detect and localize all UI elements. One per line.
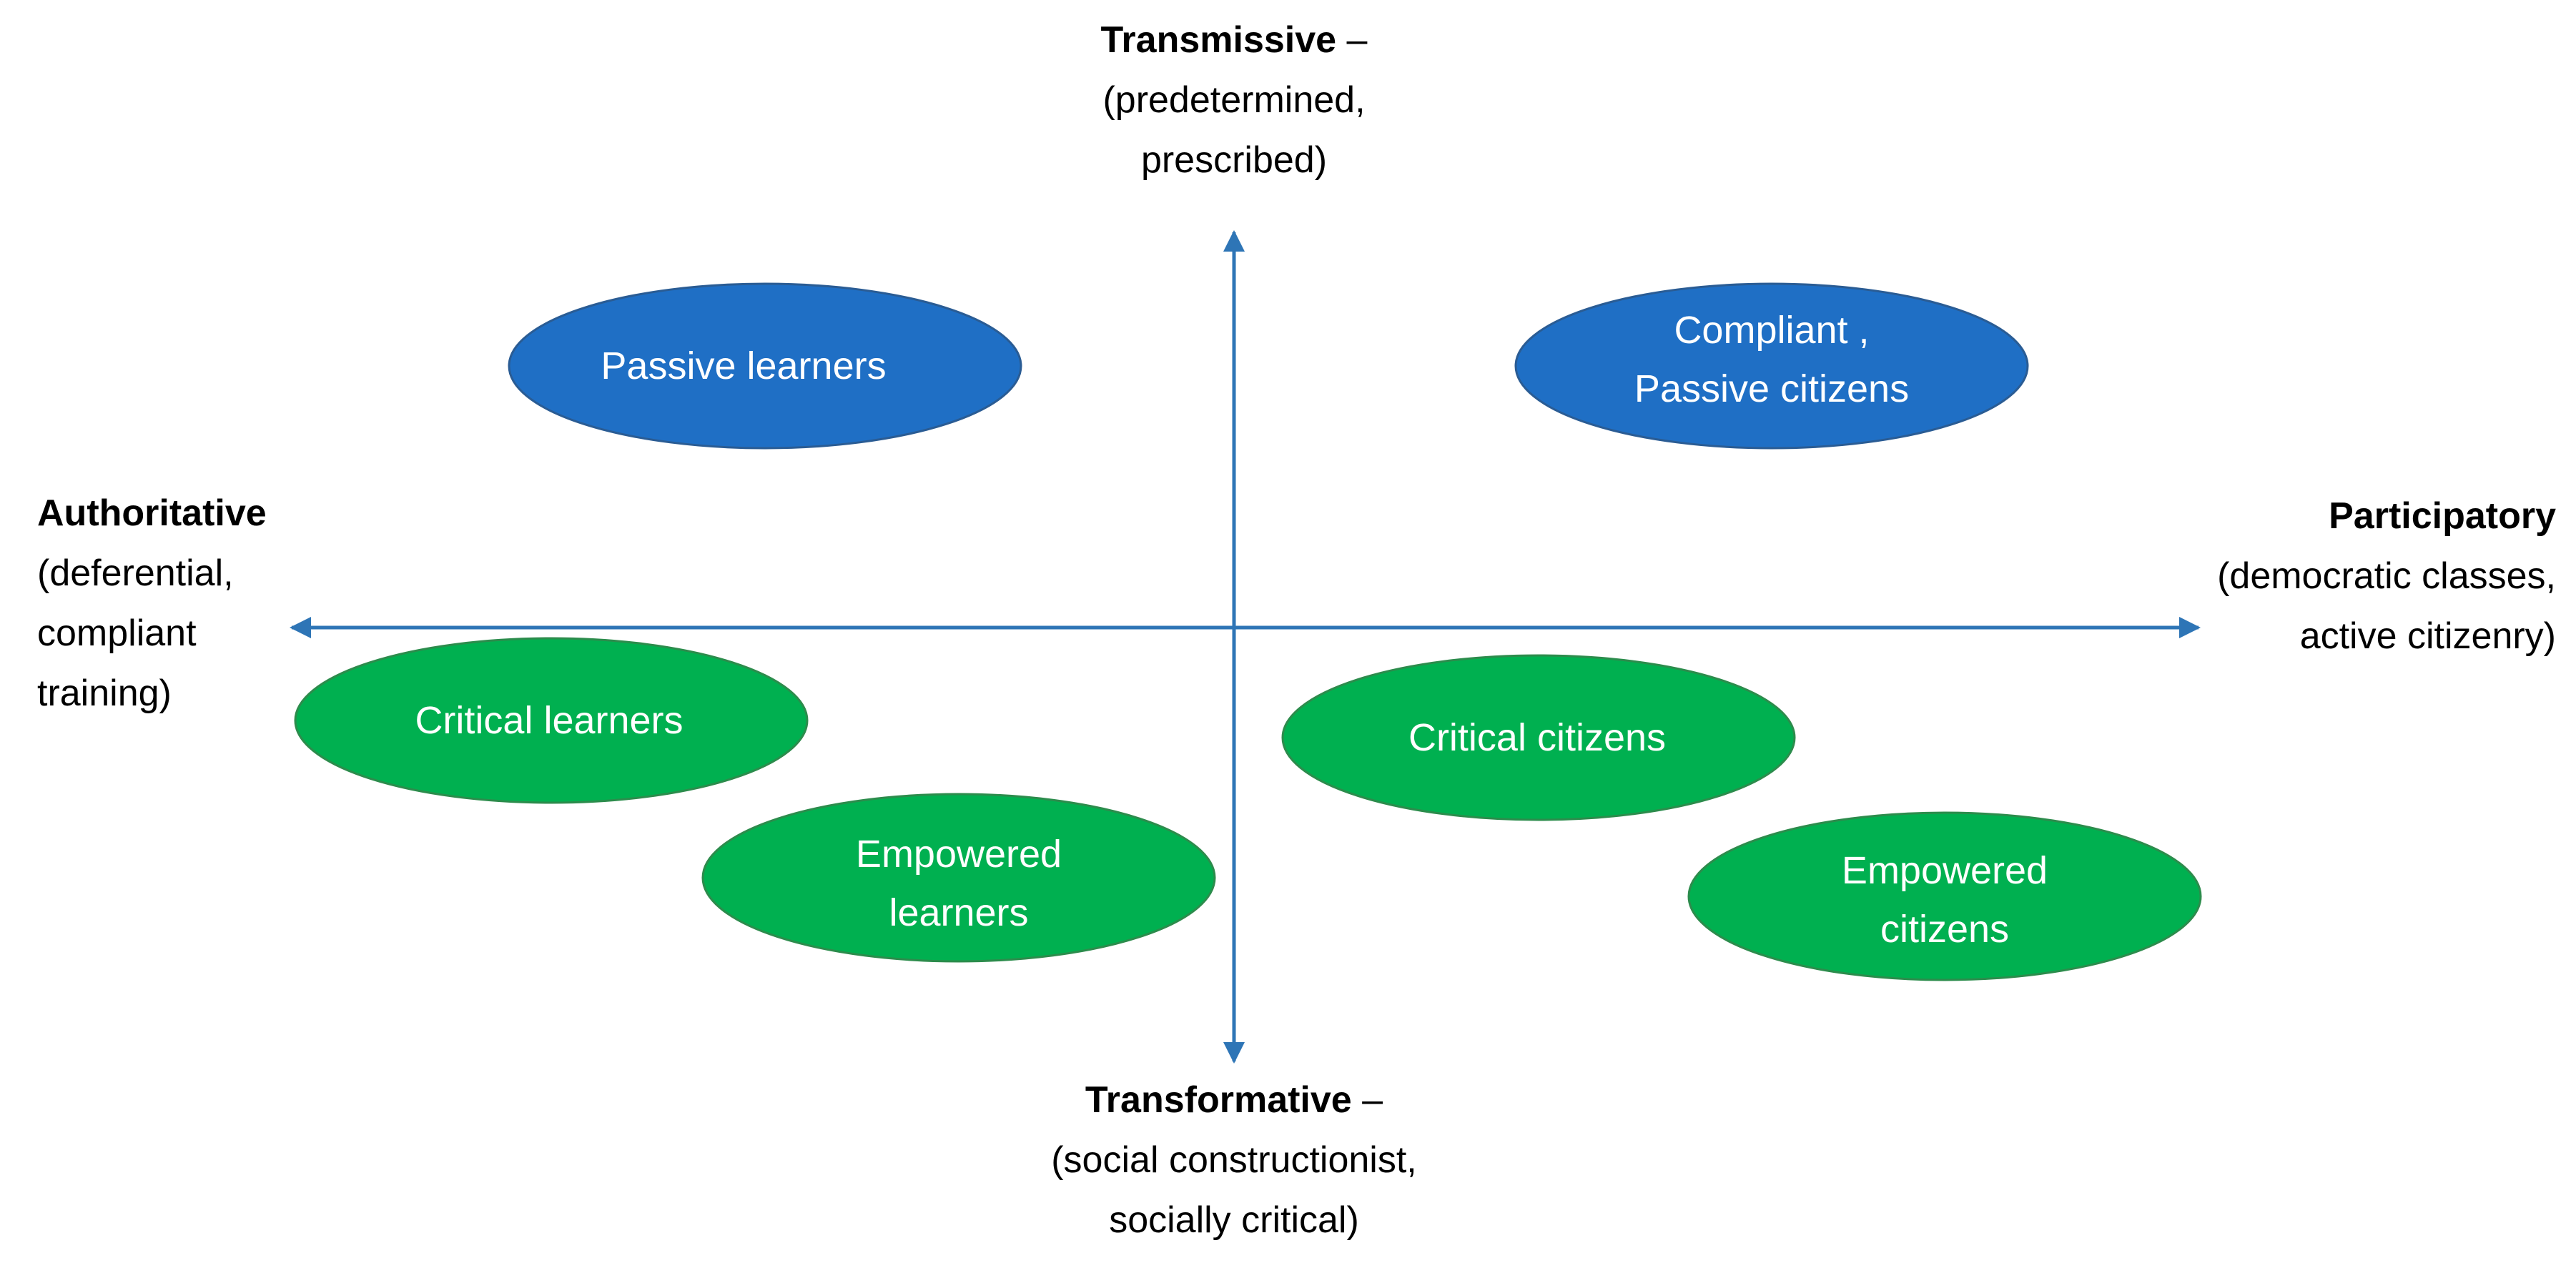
axis-label-bottom-dash: – (1351, 1079, 1383, 1121)
node-critical-learners: Critical learners (294, 637, 809, 804)
passive-learners-label: Passive learners (601, 345, 886, 387)
axis-label-top: Transmissive – (predetermined, prescribe… (948, 10, 1520, 190)
axis-label-bottom-title: Transformative (1085, 1079, 1352, 1121)
axis-label-left-line-2: (deferential, (37, 553, 234, 594)
axis-label-right-title: Participatory (2329, 495, 2556, 537)
compliant-citizens-label-line-1: Compliant , (1674, 309, 1869, 352)
axis-label-top-line-2: (predetermined, (1102, 79, 1366, 121)
critical-learners-label: Critical learners (415, 699, 683, 742)
axis-label-right: Participatory (democratic classes, activ… (2113, 486, 2556, 666)
axis-label-left-line-4: training) (37, 673, 172, 714)
empowered-citizens-label-line-1: Empowered (1842, 849, 2048, 892)
node-empowered-learners: Empowered learners (701, 793, 1216, 963)
compliant-citizens-label-line-2: Passive citizens (1634, 367, 1909, 410)
empowered-learners-label-line-1: Empowered (856, 833, 1062, 876)
critical-citizens-label: Critical citizens (1408, 716, 1666, 759)
axis-label-bottom: Transformative – (social constructionist… (948, 1070, 1520, 1250)
axis-label-left: Authoritative (deferential, compliant tr… (37, 483, 337, 723)
axis-label-top-title: Transmissive (1100, 19, 1337, 61)
node-critical-citizens: Critical citizens (1281, 654, 1796, 821)
axis-label-left-line-3: compliant (37, 613, 197, 654)
axis-label-bottom-line-1: Transformative – (948, 1070, 1520, 1130)
empowered-citizens-label-line-2: citizens (1880, 908, 2009, 951)
node-compliant-passive-citizens: Compliant , Passive citizens (1514, 282, 2029, 450)
empowered-learners-ellipse (701, 793, 1216, 963)
critical-learners-ellipse (294, 637, 809, 804)
critical-citizens-ellipse (1281, 654, 1796, 821)
compliant-citizens-ellipse (1514, 282, 2029, 450)
axis-label-right-line-2: (democratic classes, (2217, 555, 2556, 597)
axis-label-top-line-1: Transmissive – (948, 10, 1520, 70)
axis-label-left-title: Authoritative (37, 492, 267, 534)
node-passive-learners: Passive learners (508, 282, 1022, 450)
passive-learners-ellipse (508, 282, 1022, 450)
axis-label-bottom-line-2: (social constructionist, (1051, 1139, 1417, 1181)
empowered-citizens-ellipse (1687, 811, 2202, 981)
axis-label-top-line-3: prescribed) (1140, 139, 1328, 181)
axis-label-right-line-3: active citizenry) (2299, 615, 2556, 657)
axis-label-bottom-line-3: socially critical) (1109, 1199, 1359, 1241)
empowered-learners-label-line-2: learners (889, 891, 1028, 934)
axis-label-top-dash: – (1336, 19, 1368, 61)
node-empowered-citizens: Empowered citizens (1687, 811, 2202, 981)
